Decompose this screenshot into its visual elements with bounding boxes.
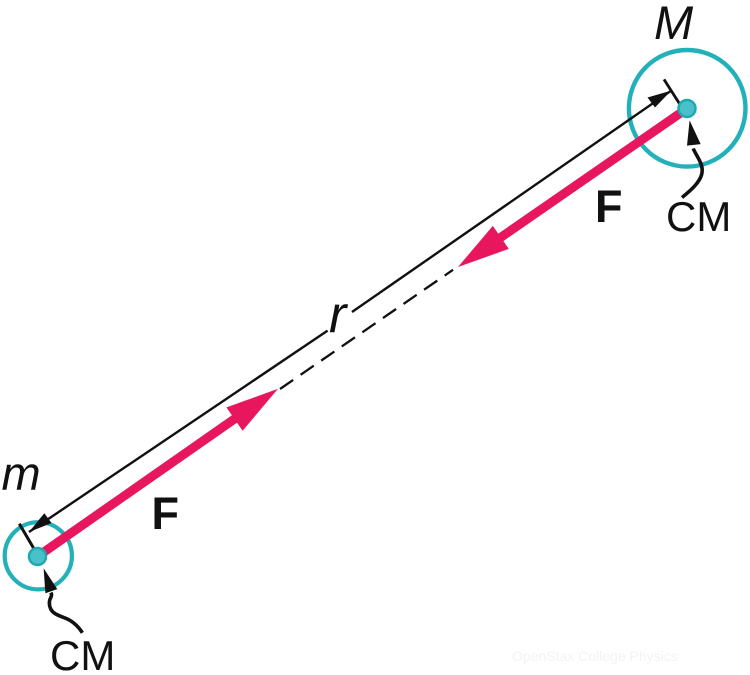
svg-text:CM: CM xyxy=(666,193,731,240)
svg-text:F: F xyxy=(595,181,623,232)
svg-text:F: F xyxy=(152,488,180,539)
svg-text:M: M xyxy=(654,0,694,49)
svg-text:OpenStax College Physics: OpenStax College Physics xyxy=(512,648,678,664)
svg-text:m: m xyxy=(2,447,41,500)
svg-text:r: r xyxy=(329,286,349,344)
svg-text:CM: CM xyxy=(50,632,115,675)
